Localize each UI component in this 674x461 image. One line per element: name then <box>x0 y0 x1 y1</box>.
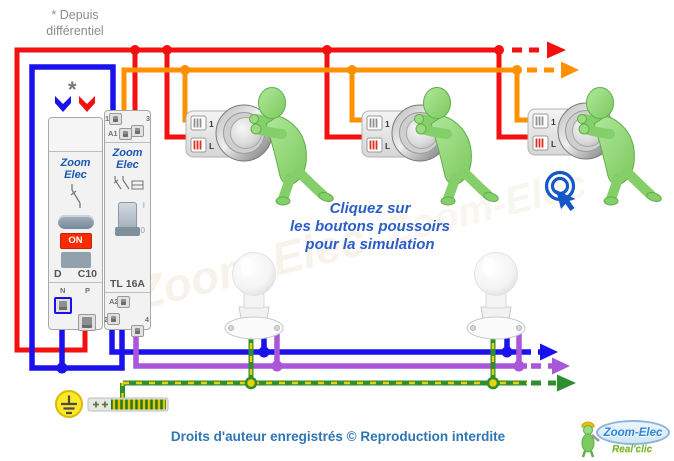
terminal-clamp-n <box>54 297 72 314</box>
breaker-toggle-base <box>60 252 91 268</box>
terminal-clamp-1 <box>109 113 122 125</box>
terminal-clamp-a2 <box>117 296 130 308</box>
phase-wire <box>14 41 566 353</box>
junction-dots <box>56 45 525 390</box>
source-note-line1: * Depuis <box>51 8 99 22</box>
click-cursor-icon <box>544 170 576 211</box>
tl-a1-row: A1 <box>105 127 150 143</box>
teleruptor-symbol-icon <box>113 176 143 190</box>
breaker-brand: Zoom Elec <box>60 157 91 181</box>
earth-wire <box>120 330 576 399</box>
source-note: * Depuis différentiel <box>15 7 135 39</box>
asterisk-marker: * <box>68 77 77 102</box>
tl-top-terminal-row: 1 3 <box>105 111 150 137</box>
svg-text:L: L <box>385 141 390 151</box>
terminal-clamp-a1 <box>119 128 132 140</box>
tl-rating-row: TL 16A <box>110 278 145 290</box>
earth-symbol-icon <box>55 390 83 418</box>
svg-text:1: 1 <box>551 117 556 127</box>
svg-text:1: 1 <box>385 119 390 129</box>
svg-text:L: L <box>551 139 556 149</box>
tl-bottom-terminal-row: 2 4 <box>104 310 150 337</box>
breaker-top-face <box>49 118 102 152</box>
pushbutton-return-wire <box>121 61 579 134</box>
breaker-symbol-icon <box>70 184 81 208</box>
terminal-clamp-4 <box>131 325 144 337</box>
earth-terminal-strip <box>87 397 169 412</box>
source-note-line2: différentiel <box>46 24 104 38</box>
neutral-wire <box>29 64 558 371</box>
svg-text:1: 1 <box>209 119 214 129</box>
terminal-clamp-p <box>78 314 96 331</box>
lamp-2 <box>466 252 526 340</box>
breaker-on-badge[interactable]: ON <box>59 233 92 249</box>
instruction-text: Cliquez sur les boutons poussoirs pour l… <box>289 200 451 253</box>
neutral-input-arrow-icon <box>55 96 71 112</box>
logo-worker-icon <box>581 421 600 458</box>
logo-title: Zoom-Elec <box>596 420 670 445</box>
copyright-text: Droits d'auteur enregistrés © Reproducti… <box>170 429 506 444</box>
breaker-toggle[interactable] <box>57 215 94 229</box>
logo-subtitle: Real'clic <box>612 444 653 455</box>
phase-input-arrow-icon <box>79 96 95 112</box>
circuit-breaker-module: Zoom Elec ON D C10 N P <box>48 117 103 331</box>
tl-brand: Zoom Elec <box>112 147 143 171</box>
teleruptor-module: 1 3 A1 Zoom Elec I 0 TL 16A A2 <box>104 110 151 337</box>
site-logo: Zoom-Elec Real'clic <box>578 415 672 459</box>
breaker-rating-row: D C10 <box>54 268 97 280</box>
svg-text:L: L <box>209 141 214 151</box>
teleruptor-lever[interactable]: I 0 <box>115 201 145 236</box>
breaker-terminal-section: N P <box>49 282 102 331</box>
tl-a2-row: A2 <box>105 292 150 310</box>
push-button-3[interactable]: 1 L <box>527 102 615 160</box>
push-button-1[interactable]: 1 L <box>185 104 273 162</box>
push-button-2[interactable]: 1 L <box>361 104 449 162</box>
terminal-clamp-2 <box>107 313 120 325</box>
